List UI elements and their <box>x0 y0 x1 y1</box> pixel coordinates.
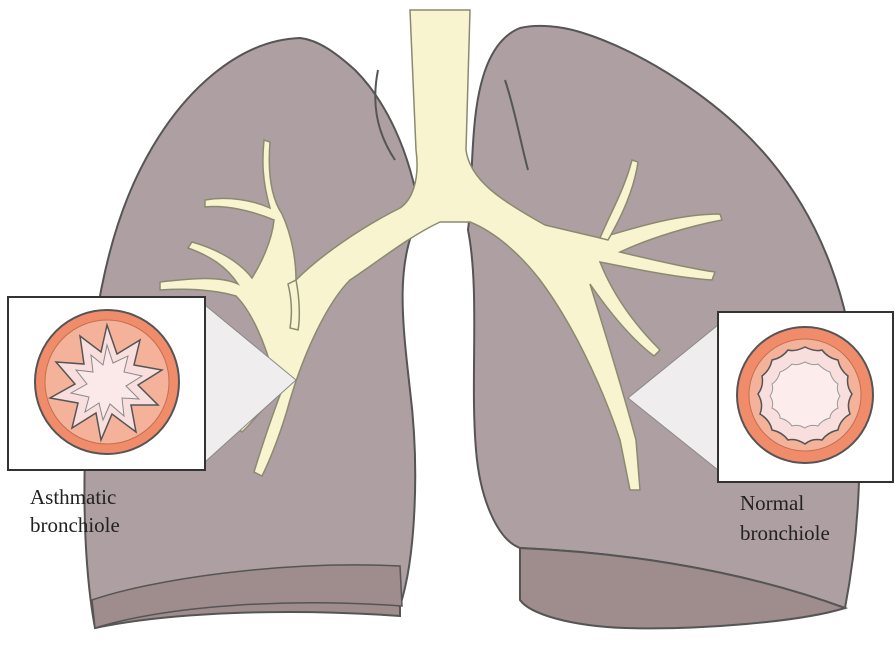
asthmatic-label-line2: bronchiole <box>30 513 120 537</box>
normal-label-line1: Normal <box>740 491 804 515</box>
asthmatic-label-line1: Asthmatic <box>30 485 116 509</box>
normal-label-line2: bronchiole <box>740 521 830 545</box>
normal-bronchiole-icon <box>737 327 873 463</box>
asthmatic-bronchiole-icon <box>35 310 179 454</box>
